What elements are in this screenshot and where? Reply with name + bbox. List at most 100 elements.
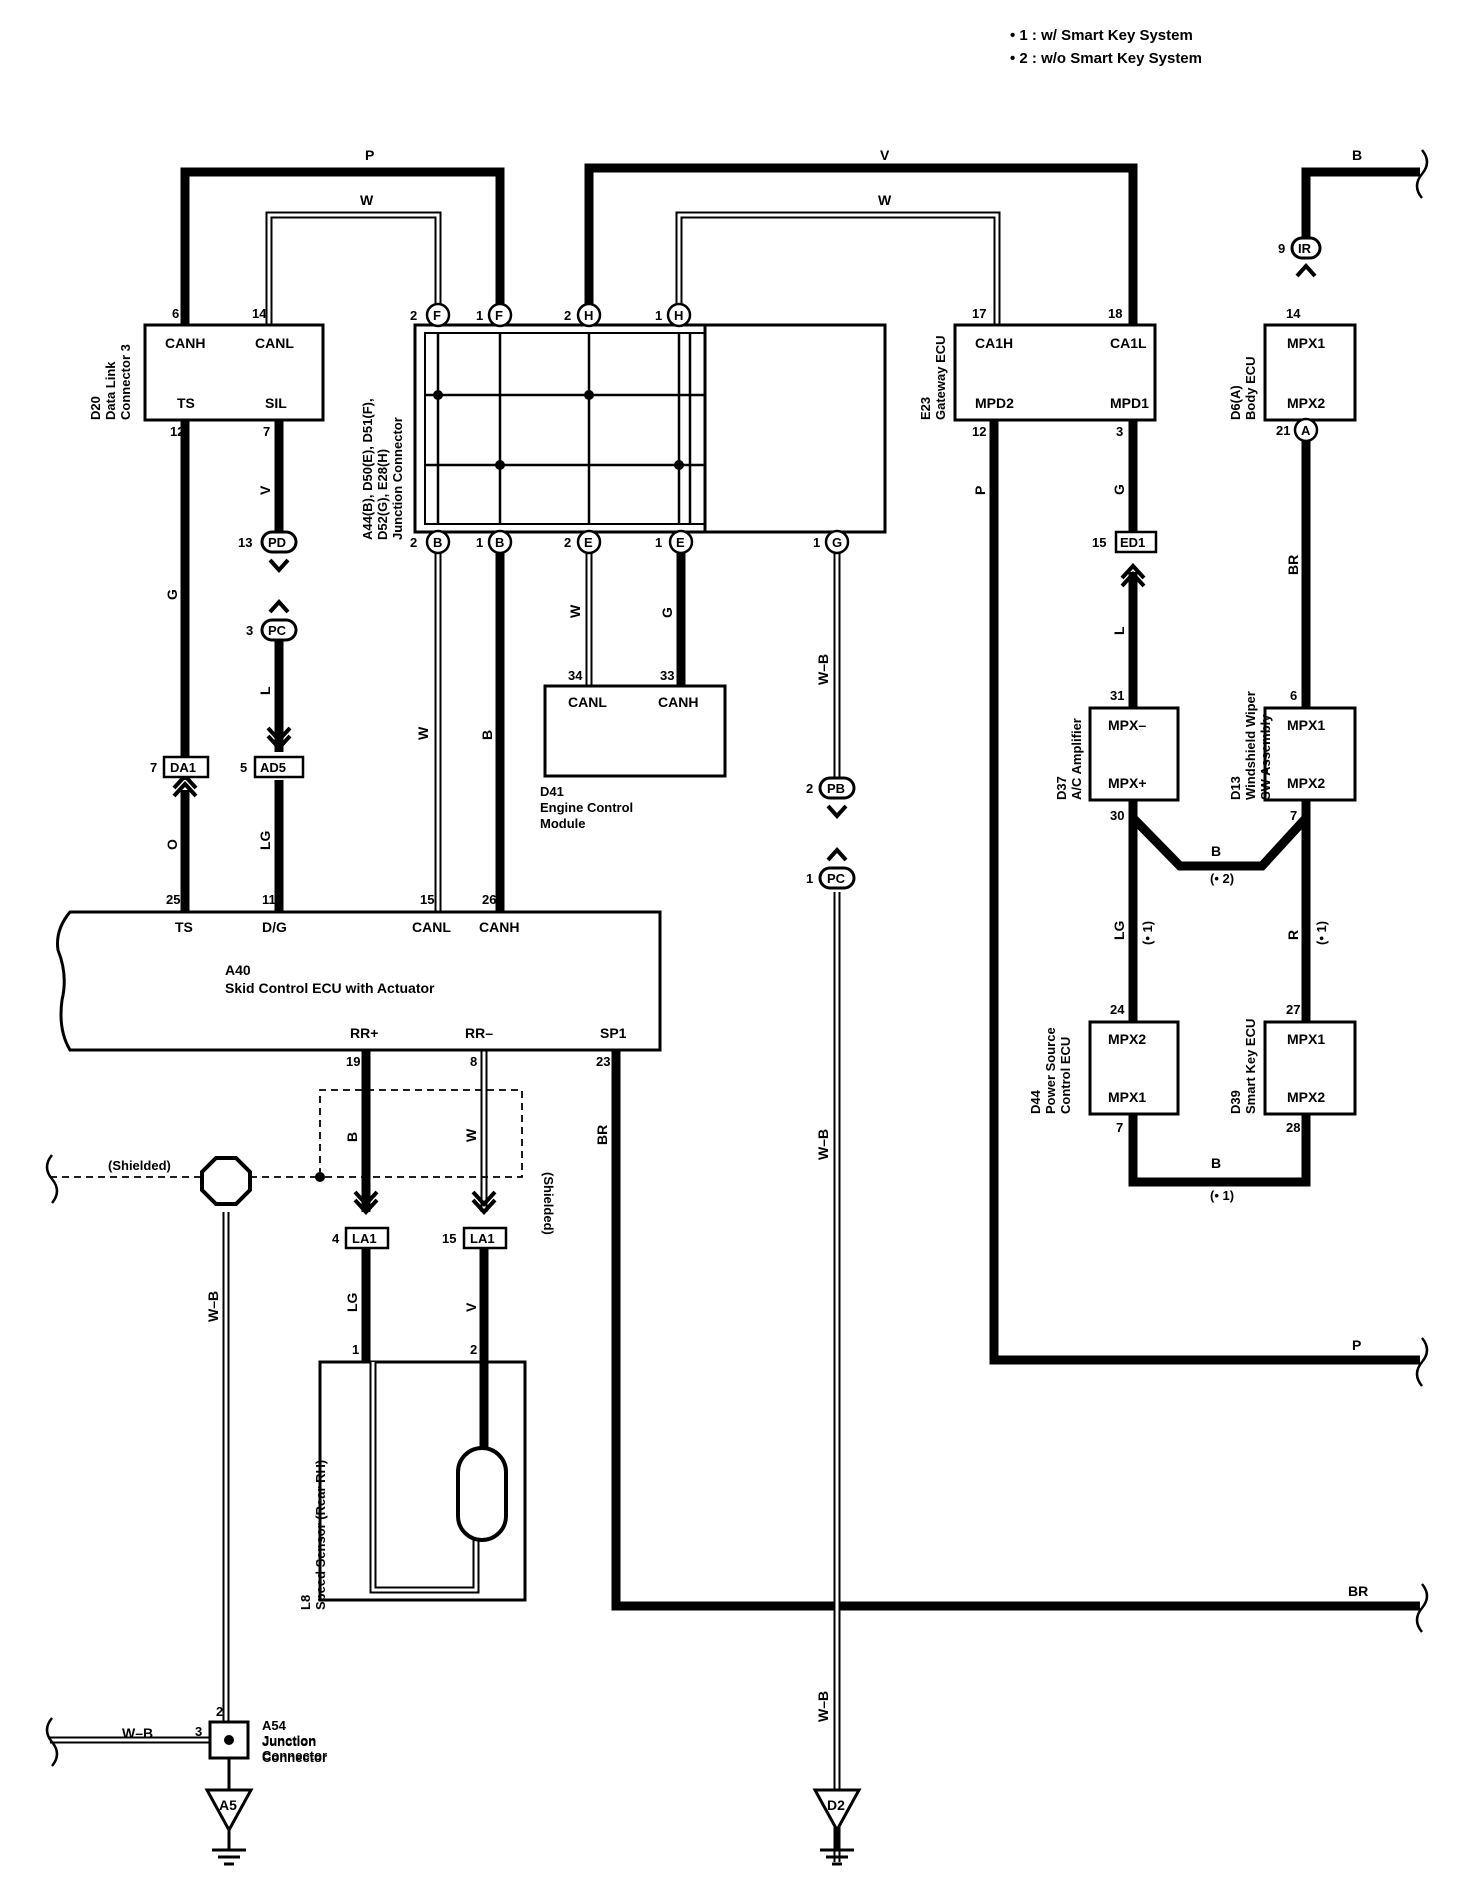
svg-text:21: 21 [1276,423,1290,438]
svg-text:BR: BR [1348,1583,1368,1599]
svg-text:6: 6 [172,306,179,321]
svg-text:W–B: W–B [205,1291,221,1322]
e23-title: E23Gateway ECU [918,335,948,420]
wire-b-bottom [1128,1114,1311,1187]
svg-text:W: W [415,726,431,740]
svg-text:14: 14 [252,306,267,321]
component-d41-engine-control-module: CANL CANH D41 Engine Control Module [540,684,727,831]
svg-text:BR: BR [594,1125,610,1145]
svg-text:MPX1: MPX1 [1108,1089,1146,1105]
svg-text:19: 19 [346,1054,360,1069]
svg-text:33: 33 [660,668,674,683]
d41-title-1: D41 [540,784,564,799]
svg-text:7: 7 [263,424,270,439]
svg-text:G: G [832,535,842,550]
svg-text:L: L [1111,626,1127,635]
svg-text:34: 34 [568,668,583,683]
svg-text:RR–: RR– [465,1025,493,1041]
svg-text:MPX1: MPX1 [1287,717,1325,733]
component-d44-power-source-control-ecu: MPX2 MPX1 D44Power SourceControl ECU [1028,1020,1180,1116]
svg-text:B: B [344,1132,360,1142]
svg-text:CANH: CANH [165,335,205,351]
svg-text:SP1: SP1 [600,1025,627,1041]
svg-text:(• 1): (• 1) [1140,921,1155,945]
break-marks [45,149,1429,1767]
svg-text:CA1L: CA1L [1110,335,1147,351]
d20-title: D20Data LinkConnector 3 [88,344,133,420]
svg-text:P: P [365,147,374,163]
svg-text:9: 9 [1278,241,1285,256]
svg-text:F: F [433,308,441,323]
svg-text:3: 3 [1116,424,1123,439]
svg-text:E: E [676,535,685,550]
svg-text:H: H [674,308,683,323]
svg-text:2: 2 [216,1704,223,1719]
svg-text:31: 31 [1110,688,1124,703]
svg-text:CANL: CANL [568,694,607,710]
svg-text:LA1: LA1 [470,1231,495,1246]
pin-numbers: 6 14 12 7 2 1 2 1 2 1 2 1 1 17 18 12 3 9… [150,241,1301,1739]
svg-text:24: 24 [1110,1002,1125,1017]
svg-text:17: 17 [972,306,986,321]
svg-text:MPX–: MPX– [1108,717,1146,733]
svg-text:PD: PD [268,535,286,550]
d41-title-3: Module [540,816,586,831]
svg-text:MPD2: MPD2 [975,395,1014,411]
svg-text:P: P [1352,1337,1361,1353]
d6-title: D6(A)Body ECU [1228,356,1258,420]
svg-text:G: G [164,589,180,600]
svg-text:F: F [495,308,503,323]
svg-text:B: B [479,730,495,740]
svg-text:R: R [1285,930,1301,940]
svg-text:P: P [972,486,988,495]
svg-text:DA1: DA1 [170,760,196,775]
svg-text:CA1H: CA1H [975,335,1013,351]
svg-text:Junction: Junction [262,1734,316,1749]
wire-p-gw [989,420,1420,1365]
svg-text:30: 30 [1110,808,1124,823]
shield-junction-dot [315,1172,325,1182]
svg-text:1: 1 [476,308,483,323]
svg-text:13: 13 [238,535,252,550]
svg-text:V: V [880,147,890,163]
svg-text:G: G [659,607,675,618]
svg-text:15: 15 [420,892,434,907]
svg-text:7: 7 [150,760,157,775]
svg-text:26: 26 [482,892,496,907]
svg-text:CANL: CANL [255,335,294,351]
note-no-smart-key: • 2 : w/o Smart Key System [1010,50,1202,67]
svg-text:LG: LG [1111,920,1127,940]
wire-v-top [584,163,1138,325]
component-d20-data-link-connector: CANH CANL TS SIL D20Data LinkConnector 3 [88,323,325,422]
svg-text:BR: BR [1285,555,1301,575]
svg-text:W: W [463,1128,479,1142]
svg-text:2: 2 [470,1342,477,1357]
svg-text:O: O [164,839,180,850]
svg-text:MPX2: MPX2 [1287,395,1325,411]
svg-text:1: 1 [476,535,483,550]
svg-text:(Shielded): (Shielded) [541,1172,556,1235]
svg-text:8: 8 [470,1054,477,1069]
svg-text:15: 15 [442,1231,456,1246]
l8-title: L8Speed Sensor (Rear RH) [298,1460,328,1610]
svg-text:2: 2 [410,308,417,323]
svg-text:15: 15 [1092,535,1106,550]
svg-text:PB: PB [827,781,845,796]
svg-text:CANL: CANL [412,919,451,935]
svg-text:5: 5 [240,760,247,775]
svg-text:MPX1: MPX1 [1287,1031,1325,1047]
thin-wires [50,211,1001,1862]
component-junction-connector: A44(B), D50(E), D51(F),D52(G), E28(H)Jun… [360,323,887,540]
svg-text:CANH: CANH [658,694,698,710]
svg-text:25: 25 [166,892,180,907]
svg-text:B: B [495,535,504,550]
svg-text:W–B: W–B [815,654,831,685]
svg-text:3: 3 [246,623,253,638]
svg-text:B: B [1211,1155,1221,1171]
component-d13-windshield-wiper-sw: MPX1 MPX2 D13Windshield WiperSW Assembly [1228,691,1357,802]
ground-a5: A5 [219,1797,237,1813]
svg-text:MPX1: MPX1 [1287,335,1325,351]
wire-p-top [180,167,505,325]
